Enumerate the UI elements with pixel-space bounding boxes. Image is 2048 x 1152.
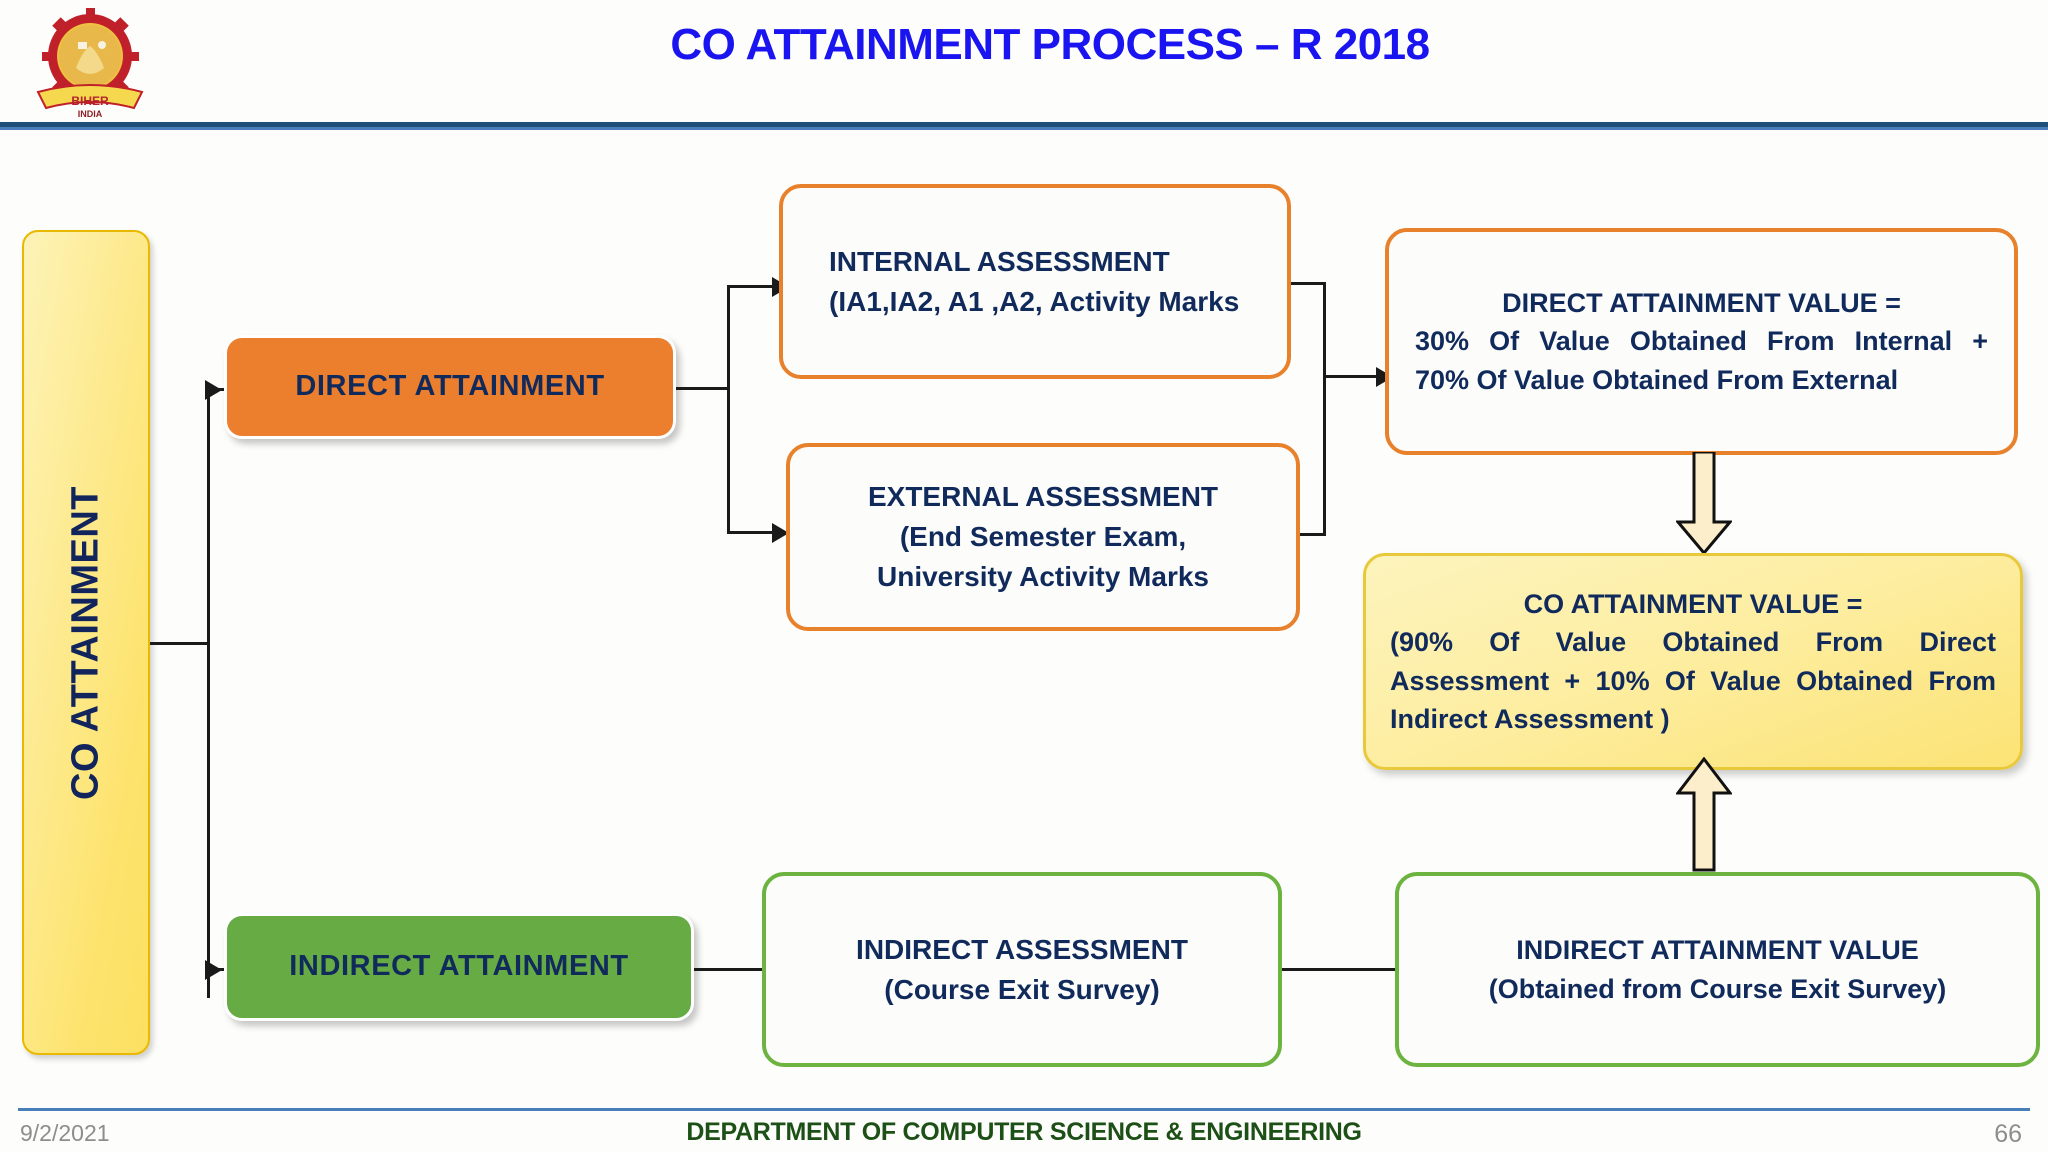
node-direct-attainment[interactable]: DIRECT ATTAINMENT <box>224 335 676 439</box>
footer-page-number: 66 <box>1994 1120 2022 1148</box>
footer-date: 9/2/2021 <box>20 1120 110 1146</box>
internal-assessment-line2: (IA1,IA2, A1 ,A2, Activity Marks <box>829 285 1240 317</box>
co-value-line2: (90% Of Value Obtained From Direct <box>1390 627 1996 658</box>
block-arrow-up <box>1674 756 1734 872</box>
external-assessment-line2: (End Semester Exam, <box>899 521 1187 553</box>
connector-assessment-to-value <box>1282 968 1398 971</box>
indirect-assessment-line1: INDIRECT ASSESSMENT <box>856 933 1188 965</box>
node-indirect-attainment-value[interactable]: INDIRECT ATTAINMENT VALUE (Obtained from… <box>1395 872 2040 1067</box>
footer-department: DEPARTMENT OF COMPUTER SCIENCE & ENGINEE… <box>686 1118 1362 1146</box>
indirect-assessment-line2: (Course Exit Survey) <box>884 973 1160 1005</box>
direct-value-line1: DIRECT ATTAINMENT VALUE = <box>1502 288 1901 318</box>
slide-title: CO ATTAINMENT PROCESS – R 2018 <box>670 20 1430 69</box>
connector-direct-stub <box>676 387 730 390</box>
connector-assessments-merge <box>1323 282 1326 536</box>
node-indirect-attainment[interactable]: INDIRECT ATTAINMENT <box>224 913 694 1021</box>
co-value-line4: Indirect Assessment ) <box>1390 703 1670 734</box>
external-assessment-line3: University Activity Marks <box>877 560 1209 592</box>
node-co-attainment-value[interactable]: CO ATTAINMENT VALUE = (90% Of Value Obta… <box>1363 553 2023 770</box>
header-divider <box>0 122 2048 130</box>
direct-value-line2: 30% Of Value Obtained From Internal + <box>1415 326 1988 357</box>
connector-internal-out <box>1291 282 1326 285</box>
node-co-attainment[interactable]: CO ATTAINMENT <box>22 230 150 1055</box>
connector-root-vertical <box>207 388 210 998</box>
arrowhead-to-external <box>772 523 789 543</box>
connector-external-out <box>1300 533 1326 536</box>
svg-text:INDIA: INDIA <box>78 109 103 118</box>
node-direct-attainment-value[interactable]: DIRECT ATTAINMENT VALUE = 30% Of Value O… <box>1385 228 2018 455</box>
connector-root-stub <box>150 642 210 645</box>
external-assessment-line1: EXTERNAL ASSESSMENT <box>867 481 1219 513</box>
internal-assessment-line1: INTERNAL ASSESSMENT <box>829 245 1170 277</box>
connector-direct-split <box>727 285 730 533</box>
indirect-value-line1: INDIRECT ATTAINMENT VALUE <box>1516 935 1919 966</box>
direct-value-line3: 70% Of Value Obtained From External <box>1415 364 1899 395</box>
connector-indirect-to-assessment <box>694 968 764 971</box>
node-internal-assessment[interactable]: INTERNAL ASSESSMENT (IA1,IA2, A1 ,A2, Ac… <box>779 184 1291 379</box>
co-value-line1: CO ATTAINMENT VALUE = <box>1523 588 1863 619</box>
node-direct-attainment-label: DIRECT ATTAINMENT <box>295 370 605 403</box>
arrowhead-to-direct <box>205 380 222 400</box>
arrowhead-to-indirect <box>205 960 222 980</box>
university-crest-logo: BIHER INDIA <box>14 6 174 119</box>
co-value-line3: Assessment + 10% Of Value Obtained From <box>1390 665 1996 696</box>
node-indirect-attainment-label: INDIRECT ATTAINMENT <box>289 950 629 983</box>
svg-text:BIHER: BIHER <box>71 94 109 108</box>
connector-merge-to-dav <box>1323 375 1381 378</box>
node-indirect-assessment[interactable]: INDIRECT ASSESSMENT (Course Exit Survey) <box>762 872 1282 1067</box>
footer-divider <box>18 1108 2030 1111</box>
connector-direct-to-external <box>727 531 777 534</box>
node-external-assessment[interactable]: EXTERNAL ASSESSMENT (End Semester Exam, … <box>786 443 1300 631</box>
connector-direct-to-internal <box>727 285 777 288</box>
node-co-attainment-label: CO ATTAINMENT <box>64 485 107 800</box>
block-arrow-down <box>1674 450 1734 556</box>
indirect-value-line2: (Obtained from Course Exit Survey) <box>1488 973 1947 1004</box>
